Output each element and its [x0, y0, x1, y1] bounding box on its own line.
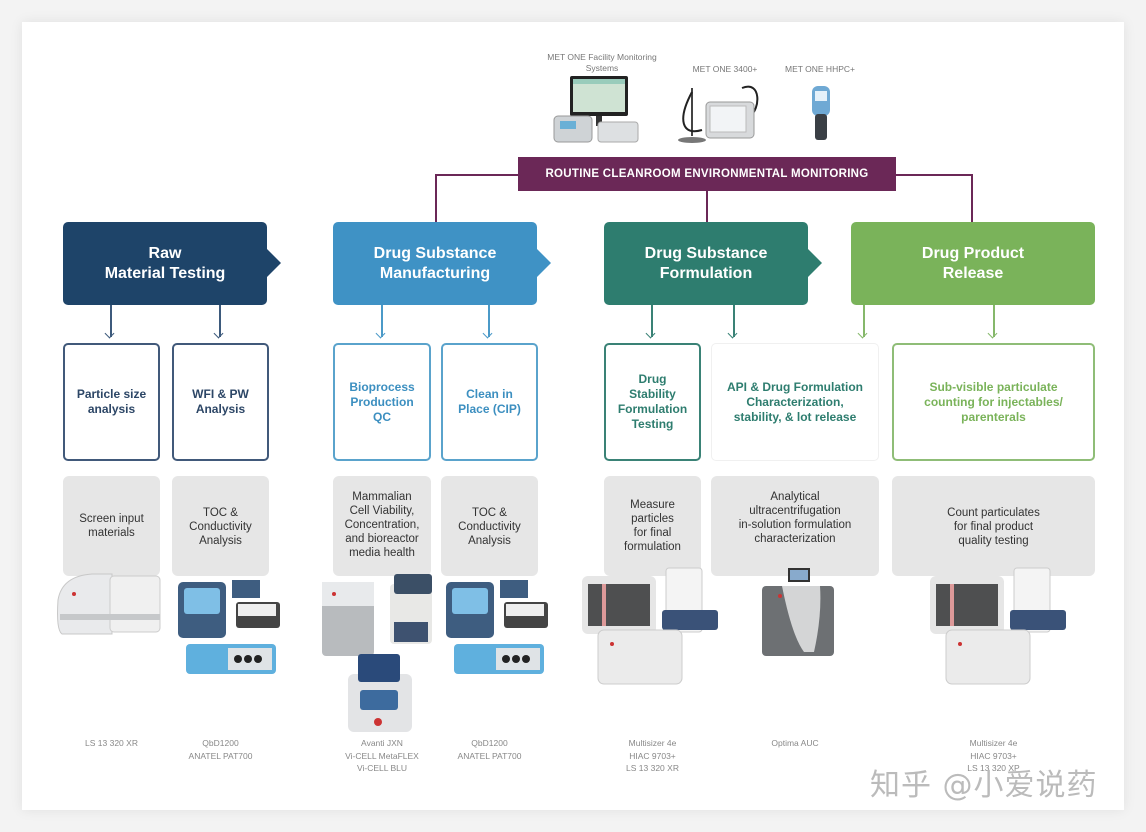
- monitoring-banner: ROUTINE CLEANROOM ENVIRONMENTAL MONITORI…: [518, 157, 896, 191]
- model-label: Optima AUC: [771, 738, 819, 748]
- chevron-right-icon: [808, 249, 822, 277]
- stage-raw-material-testing: Raw Material Testing: [63, 222, 281, 305]
- stage-drug-substance-formulation: Drug Substance Formulation: [604, 222, 822, 305]
- description-toc-conductivity: TOC & Conductivity Analysis: [441, 476, 538, 576]
- description-count-particulates: Count particulates for final product qua…: [892, 476, 1095, 576]
- ls13320-instrument-image: [57, 573, 161, 635]
- description-text: Measure particles for final formulation: [624, 499, 681, 553]
- application-api-drug-formulation: API & Drug Formulation Characterization,…: [711, 343, 879, 461]
- chevron-right-icon: [537, 249, 551, 277]
- description-measure-particles: Measure particles for final formulation: [604, 476, 701, 576]
- facility-monitoring-system-image: [553, 76, 639, 143]
- device-label-hhpc: MET ONE HHPC+: [785, 64, 855, 74]
- diagram-card: MET ONE Facility Monitoring Systems MET …: [22, 22, 1124, 810]
- arrow-down-icon: [733, 305, 735, 337]
- arrow-down-icon: [651, 305, 653, 337]
- model-label: LS 13 320 XR: [85, 738, 138, 748]
- description-mammalian-cell-viability: Mammalian Cell Viability, Concentration,…: [333, 476, 431, 576]
- stage-drug-product-release: Drug Product Release: [851, 222, 1095, 305]
- application-wfi-pw-analysis: WFI & PW Analysis: [172, 343, 269, 461]
- arrow-down-icon: [863, 305, 865, 337]
- arrow-down-icon: [381, 305, 383, 337]
- multisizer-hiac-instrument-image: [930, 567, 1066, 685]
- stage-title: Drug Substance Manufacturing: [373, 244, 497, 282]
- arrow-down-icon: [219, 305, 221, 337]
- qbd1200-anatel-instrument-image: [178, 580, 280, 674]
- description-screen-input-materials: Screen input materials: [63, 476, 160, 576]
- device-label-3400: MET ONE 3400+: [692, 64, 758, 74]
- description-text: Count particulates for final product qua…: [947, 507, 1040, 547]
- description-text: TOC & Conductivity Analysis: [458, 507, 521, 547]
- arrow-down-icon: [993, 305, 995, 337]
- connector-line: [706, 191, 708, 222]
- description-text: Analytical ultracentrifugation in-soluti…: [738, 491, 852, 545]
- description-text: Mammalian Cell Viability, Concentration,…: [344, 491, 420, 559]
- model-label: Multisizer 4e HIAC 9703+ LS 13 320 XR: [626, 738, 679, 773]
- description-text: Screen input materials: [79, 513, 144, 539]
- model-label: QbD1200 ANATEL PAT700: [457, 738, 522, 761]
- optima-auc-instrument-image: [762, 568, 834, 656]
- stage-title: Drug Substance Formulation: [644, 244, 768, 282]
- description-toc-conductivity: TOC & Conductivity Analysis: [172, 476, 269, 576]
- application-clean-in-place: Clean in Place (CIP): [441, 343, 538, 461]
- model-label: Avanti JXN Vi-CELL MetaFLEX Vi-CELL BLU: [345, 738, 419, 773]
- model-label: QbD1200 ANATEL PAT700: [188, 738, 253, 761]
- avanti-vicell-instrument-image: [322, 574, 432, 732]
- chevron-right-icon: [267, 249, 281, 277]
- handheld-particle-counter-image: [812, 86, 830, 140]
- application-bioprocess-production-qc: Bioprocess Production QC: [333, 343, 431, 461]
- qbd1200-anatel-instrument-image: [446, 580, 548, 674]
- model-label: Multisizer 4e HIAC 9703+ LS 13 320 XP: [967, 738, 1020, 773]
- stage-title: Drug Product Release: [921, 244, 1025, 282]
- stage-title: Raw Material Testing: [104, 244, 226, 282]
- arrow-down-icon: [488, 305, 490, 337]
- application-particle-size-analysis: Particle size analysis: [63, 343, 160, 461]
- device-label-facility: MET ONE Facility Monitoring Systems: [547, 52, 657, 73]
- arrow-down-icon: [110, 305, 112, 337]
- connector-line: [435, 174, 518, 176]
- description-text: TOC & Conductivity Analysis: [189, 507, 252, 547]
- stage-drug-substance-manufacturing: Drug Substance Manufacturing: [333, 222, 551, 305]
- application-drug-stability-formulation-testing: Drug Stability Formulation Testing: [604, 343, 701, 461]
- connector-line: [435, 174, 437, 222]
- connector-line: [896, 174, 972, 176]
- application-sub-visible-particulate-counting: Sub-visible particulate counting for inj…: [892, 343, 1095, 461]
- description-analytical-ultracentrifugation: Analytical ultracentrifugation in-soluti…: [711, 476, 879, 576]
- particle-counter-image: [678, 85, 759, 143]
- connector-line: [971, 174, 973, 222]
- multisizer-hiac-instrument-image: [582, 567, 718, 685]
- watermark: 知乎 @小爱说药: [870, 768, 1098, 803]
